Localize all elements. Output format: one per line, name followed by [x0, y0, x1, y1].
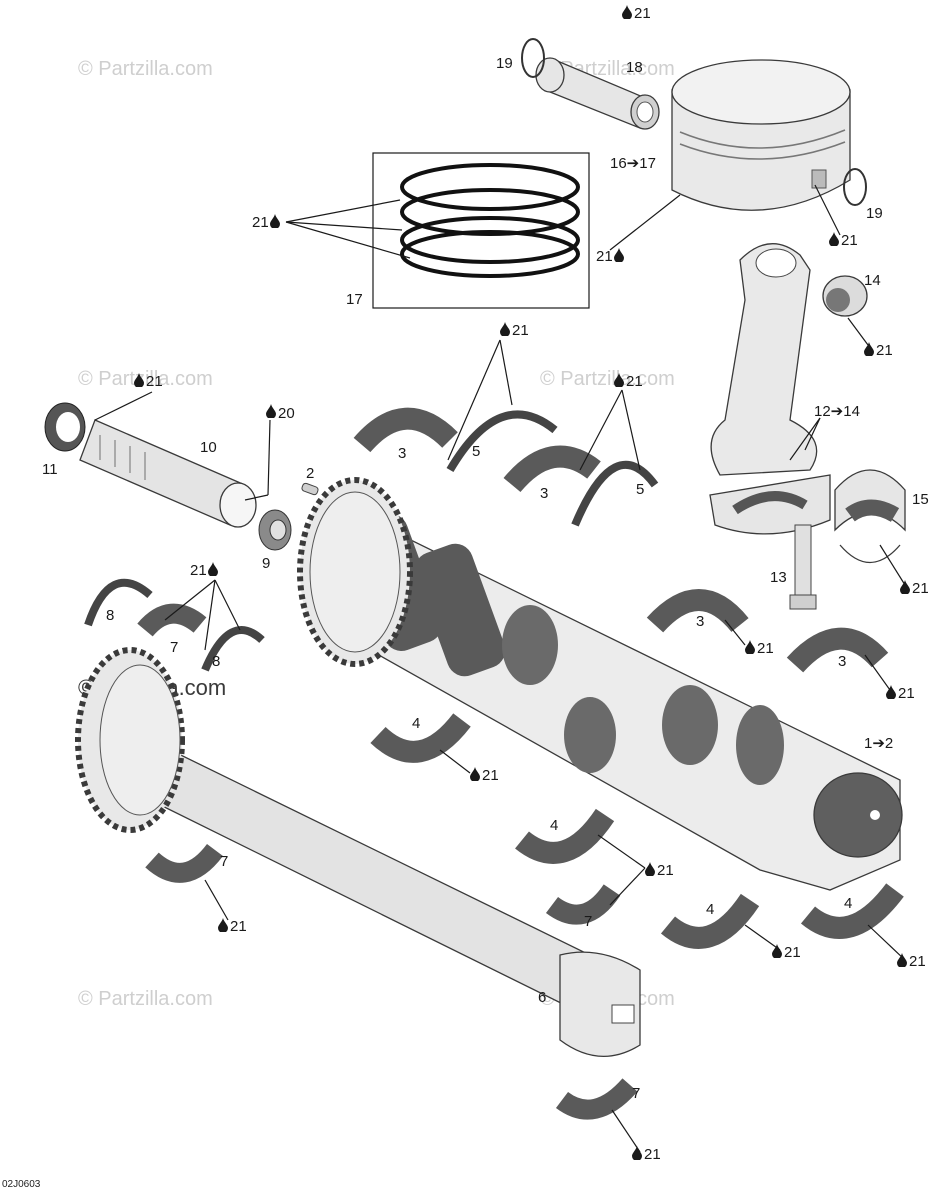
label-7d: 7 — [632, 1085, 640, 1102]
label-5a: 5 — [472, 443, 480, 460]
label-2: 2 — [306, 465, 314, 482]
svg-text:21: 21 — [876, 342, 893, 359]
label-20: 20 — [278, 405, 295, 422]
label-9: 9 — [262, 555, 270, 572]
label-6: 6 — [538, 989, 546, 1006]
oil-drop-icon — [829, 232, 839, 246]
label-4c: 4 — [706, 901, 714, 918]
connecting-rod[interactable] — [709, 242, 831, 610]
circlip-top[interactable] — [521, 38, 545, 78]
part-labels: 1➔2 2 3 3 3 3 4 4 4 4 5 5 6 7 7 7 7 8 8 … — [42, 55, 929, 1102]
label-19b: 19 — [866, 205, 883, 222]
svg-text:21: 21 — [512, 322, 529, 339]
svg-text:21: 21 — [626, 373, 643, 390]
svg-text:21: 21 — [634, 5, 651, 22]
label-14: 14 — [864, 272, 881, 289]
oil-drop-icon — [500, 322, 510, 336]
main-bearings-lower[interactable] — [145, 713, 904, 1120]
svg-text:21: 21 — [230, 918, 247, 935]
oil-drop-icon — [632, 1146, 642, 1160]
thrust-washer[interactable] — [84, 578, 153, 627]
thrust-washer[interactable] — [571, 461, 659, 527]
watermark: © Partzilla.com — [78, 58, 213, 80]
label-8a: 8 — [106, 607, 114, 624]
label-15: 15 — [912, 491, 929, 508]
leader-lines — [94, 184, 906, 1153]
label-11: 11 — [42, 461, 58, 478]
big-end-bearing[interactable] — [834, 469, 906, 564]
thrust-washer[interactable] — [201, 626, 265, 672]
oil-drop-icon — [470, 767, 480, 781]
label-1-2: 1➔2 — [864, 735, 893, 752]
label-3d: 3 — [838, 653, 846, 670]
label-7a: 7 — [170, 639, 178, 656]
drawing-code: 02J0603 — [2, 1179, 41, 1190]
crank-gear[interactable] — [297, 477, 413, 667]
svg-text:21: 21 — [657, 862, 674, 879]
label-19a: 19 — [496, 55, 513, 72]
label-3c: 3 — [696, 613, 704, 630]
watermark: © Partzilla.com — [540, 368, 675, 390]
oil-drop-icon — [897, 953, 907, 967]
svg-text:21: 21 — [644, 1146, 661, 1163]
label-4a: 4 — [412, 715, 420, 732]
svg-text:21: 21 — [757, 640, 774, 657]
drive-sleeve[interactable] — [79, 419, 257, 528]
small-end-bushing[interactable] — [822, 275, 868, 317]
label-7b: 7 — [220, 853, 228, 870]
oil-drop-icon — [266, 404, 276, 418]
oil-drop-icon — [622, 5, 632, 19]
dowel-pin[interactable] — [301, 482, 319, 496]
lube-refs: 21 21 21 21 21 21 21 21 21 21 21 21 21 2… — [134, 5, 929, 1163]
label-18: 18 — [626, 59, 643, 76]
svg-text:21: 21 — [912, 580, 929, 597]
crankshaft[interactable] — [345, 509, 903, 891]
sprocket[interactable] — [258, 509, 292, 551]
label-4d: 4 — [844, 895, 852, 912]
oil-seal[interactable] — [44, 402, 86, 452]
svg-text:21: 21 — [596, 248, 613, 265]
wrist-pin[interactable] — [535, 57, 660, 130]
oil-drop-icon — [208, 562, 218, 576]
oil-drop-icon — [614, 248, 624, 262]
label-3a: 3 — [398, 445, 406, 462]
label-7c: 7 — [584, 913, 592, 930]
watermark: © Partzilla.com — [78, 368, 213, 390]
svg-text:21: 21 — [898, 685, 915, 702]
label-5b: 5 — [636, 481, 644, 498]
svg-text:21: 21 — [252, 214, 269, 231]
circlip-right[interactable] — [843, 168, 867, 206]
oil-drop-icon — [218, 918, 228, 932]
main-bearings-upper[interactable] — [137, 407, 889, 673]
label-12-14: 12➔14 — [814, 403, 860, 420]
piston[interactable] — [671, 59, 851, 211]
oil-drop-icon — [745, 640, 755, 654]
oil-drop-icon — [900, 580, 910, 594]
label-17: 17 — [346, 291, 363, 308]
svg-text:21: 21 — [190, 562, 207, 579]
label-13: 13 — [770, 569, 787, 586]
svg-text:21: 21 — [784, 944, 801, 961]
label-16-17: 16➔17 — [610, 155, 656, 172]
label-8b: 8 — [212, 653, 220, 670]
oil-drop-icon — [270, 214, 280, 228]
label-10: 10 — [200, 439, 217, 456]
svg-text:21: 21 — [146, 373, 163, 390]
label-3b: 3 — [540, 485, 548, 502]
thrust-washer[interactable] — [446, 410, 558, 473]
oil-drop-icon — [864, 342, 874, 356]
oil-drop-icon — [645, 862, 655, 876]
svg-text:21: 21 — [841, 232, 858, 249]
oil-drop-icon — [772, 944, 782, 958]
watermark: © Partzilla.com — [78, 988, 213, 1010]
svg-text:21: 21 — [909, 953, 926, 970]
balance-gear[interactable] — [75, 647, 185, 833]
svg-text:21: 21 — [482, 767, 499, 784]
piston-ring-set[interactable] — [372, 152, 590, 309]
label-4b: 4 — [550, 817, 558, 834]
